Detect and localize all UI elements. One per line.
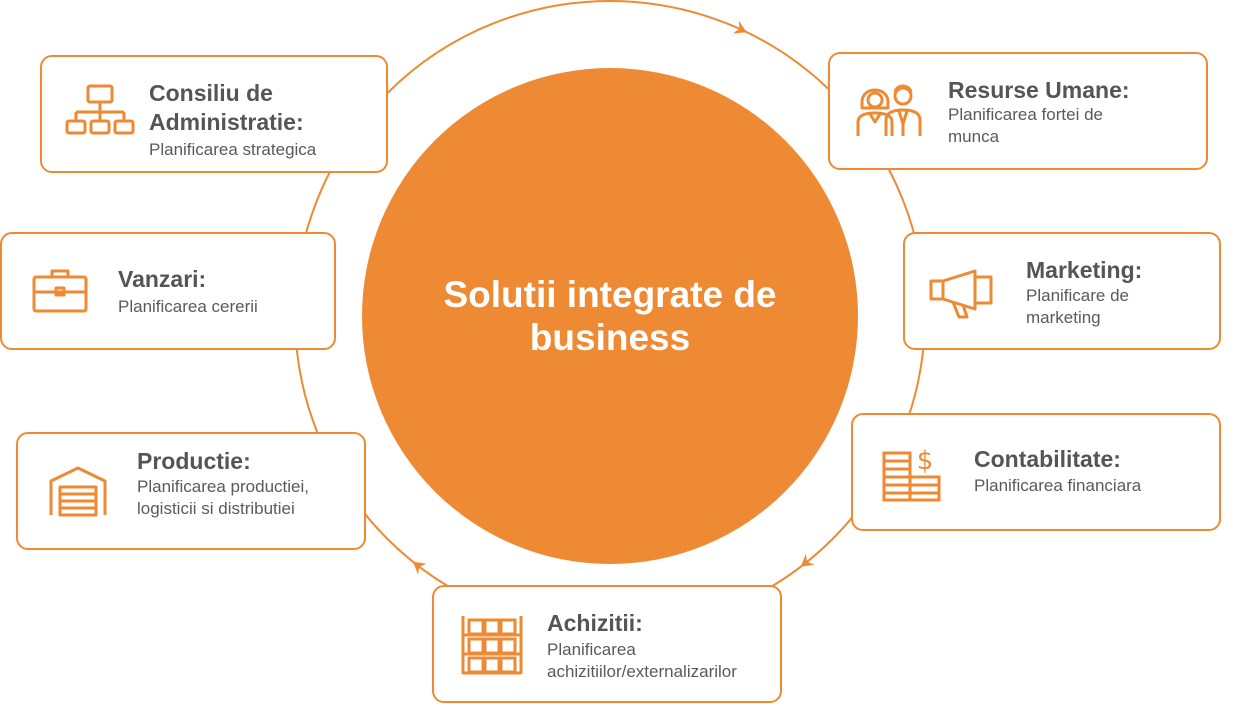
card-contabilitate: $ Contabilitate: Planificarea financiara bbox=[851, 413, 1221, 531]
shelves-icon bbox=[460, 614, 524, 676]
card-description: Planificarea fortei de munca bbox=[948, 105, 1103, 146]
card-title: Resurse Umane: bbox=[948, 77, 1130, 103]
card-resurse-umane: Resurse Umane: Planificarea fortei de mu… bbox=[828, 52, 1208, 170]
warehouse-icon bbox=[48, 465, 108, 519]
card-title: Contabilitate: bbox=[974, 446, 1121, 472]
card-title: Productie: bbox=[137, 448, 251, 474]
org-chart-icon bbox=[64, 83, 136, 139]
briefcase-icon bbox=[32, 268, 88, 314]
card-consiliu: Consiliu de Administratie: Planificarea … bbox=[40, 55, 388, 173]
megaphone-icon bbox=[929, 267, 997, 319]
direction-arrow-icon bbox=[732, 20, 747, 34]
card-description: Planificarea productiei, logisticii si d… bbox=[137, 477, 309, 518]
card-title: Marketing: bbox=[1026, 257, 1143, 283]
card-description: Planificare de marketing bbox=[1026, 286, 1130, 327]
card-achizitii: Achizitii: Planificarea achizitiilor/ext… bbox=[432, 585, 782, 703]
card-description: Planificarea financiara bbox=[974, 476, 1142, 495]
svg-text:$: $ bbox=[917, 446, 934, 476]
card-description: Planificarea cererii bbox=[118, 297, 258, 316]
card-description: Planificarea achizitiilor/externalizaril… bbox=[547, 640, 737, 681]
card-title: Vanzari: bbox=[118, 266, 207, 292]
card-description: Planificarea strategica bbox=[149, 140, 317, 159]
center-title: Solutii integrate de business bbox=[443, 274, 777, 358]
direction-arrow-icon bbox=[412, 561, 427, 575]
card-marketing: Marketing: Planificare de marketing bbox=[903, 232, 1221, 350]
card-title: Consiliu de Administratie: bbox=[149, 80, 304, 135]
direction-arrow-icon bbox=[800, 553, 815, 567]
card-vanzari: Vanzari: Planificarea cererii bbox=[0, 232, 336, 350]
people-icon bbox=[854, 78, 924, 140]
center-circle: Solutii integrate de business bbox=[362, 68, 858, 564]
card-title: Achizitii: bbox=[547, 610, 643, 636]
card-productie: Productie: Planificarea productiei, logi… bbox=[16, 432, 366, 550]
finance-icon: $ bbox=[881, 441, 943, 503]
